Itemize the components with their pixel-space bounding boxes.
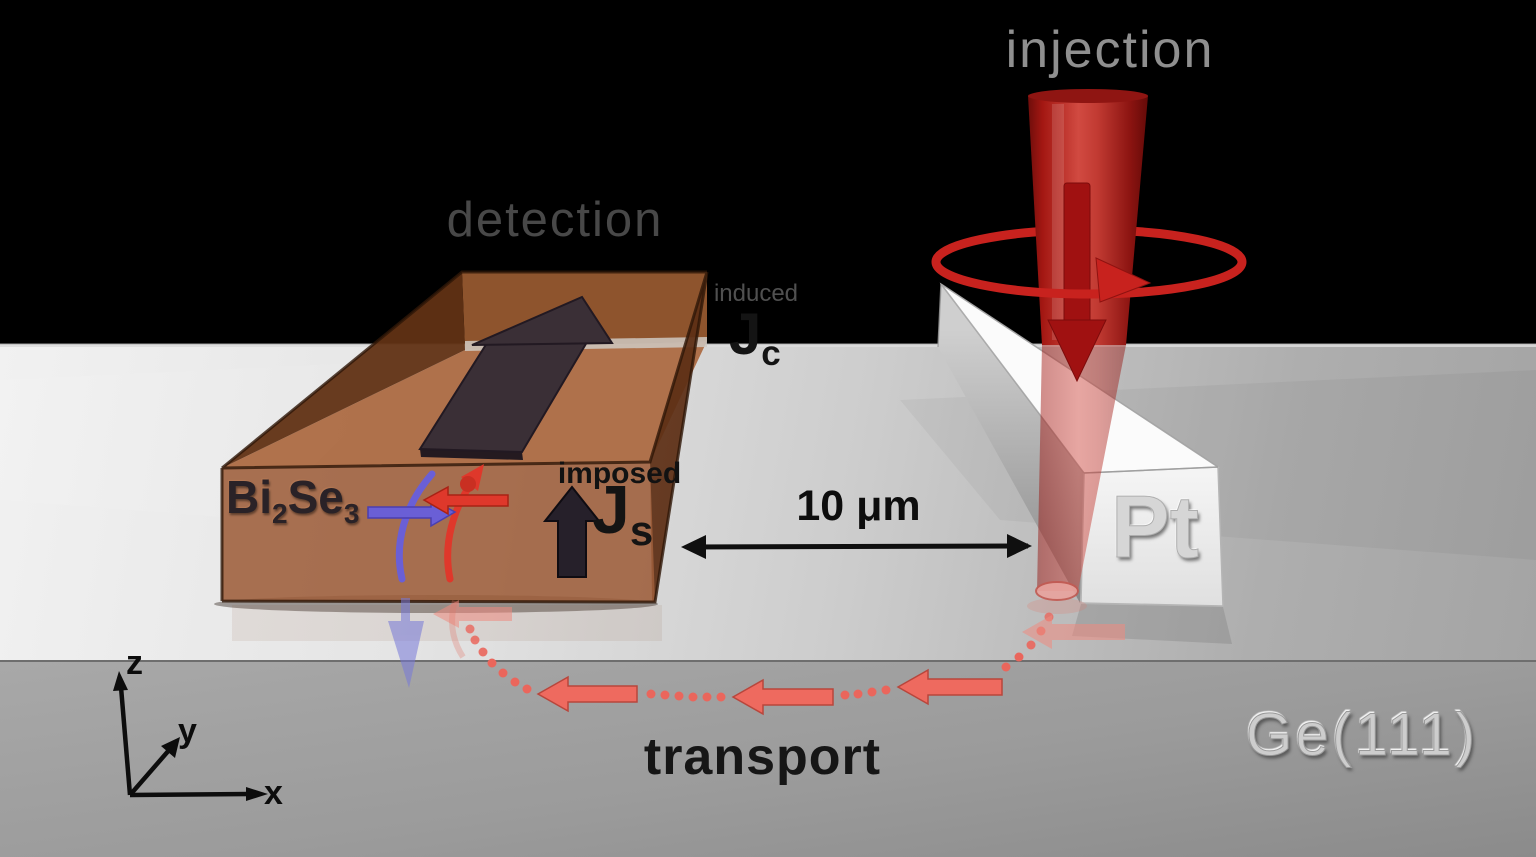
spin-momentum-arrows [367, 464, 509, 583]
detector-material-el2: Se [287, 471, 344, 523]
polarization-ring-front [931, 261, 1247, 299]
imposed-label: imposed [557, 457, 682, 490]
imposed-spin-current-arrow [542, 485, 602, 578]
spin-arrow-2 [731, 678, 834, 716]
spin-arrow-red-left [422, 485, 509, 516]
polarization-ring-arrowhead [1095, 257, 1152, 303]
induced-label: induced [713, 280, 799, 307]
axis-z-label: z [126, 644, 143, 682]
distance-dimension-arrow [681, 534, 1032, 559]
laser-beam-group [931, 89, 1247, 614]
transport-dots [465, 612, 1054, 702]
faded-red-curve [448, 600, 466, 659]
detector-material-sub2: 3 [343, 498, 360, 529]
distance-label: 10 μm [796, 482, 921, 530]
detector-edges [220, 270, 709, 604]
electron-path-red-knob [460, 476, 476, 492]
charge-current-symbol: J c [729, 302, 781, 372]
charge-current-letter: J [729, 302, 762, 367]
axis-x-label: x [264, 774, 283, 812]
laser-spot-glow [1027, 598, 1087, 614]
spin-arrow-faded-right [1022, 615, 1125, 649]
axis-y-label: y [178, 712, 197, 750]
spin-arrow-3 [536, 675, 638, 713]
detector-material-sub1: 2 [272, 498, 288, 529]
detector-material-label: Bi2Se3 [226, 470, 359, 529]
spin-current-letter: J [592, 472, 630, 548]
transport-label: transport [643, 728, 882, 786]
substrate-material-label: Ge(111) [1245, 701, 1479, 769]
induced-current-arrow [418, 295, 614, 460]
laser-beam-lower [1037, 345, 1126, 591]
detection-label: detection [446, 193, 664, 247]
detected-spin-blue-cone [388, 598, 424, 688]
charge-current-subscript: c [761, 334, 781, 373]
transport-path [388, 598, 1125, 716]
spin-arrow-faded-left [433, 600, 512, 628]
substrate-horizon-edge [0, 344, 1536, 347]
detector-material-el1: Bi [226, 471, 272, 523]
spin-current-symbol: J s [592, 472, 653, 552]
laser-beam-highlight [1052, 104, 1064, 340]
injection-label: injection [1005, 21, 1215, 79]
coordinate-axes [113, 671, 268, 801]
electron-path-blue [395, 470, 436, 583]
detector-front-face [222, 462, 655, 602]
injector-material-label: Pt [1111, 477, 1200, 577]
spin-arrow-1 [896, 668, 1003, 706]
detector-box [214, 270, 709, 641]
laser-spot [1035, 581, 1079, 601]
spin-current-subscript: s [629, 507, 654, 554]
laser-beam-top [1028, 89, 1148, 103]
sky-background [0, 0, 1536, 343]
